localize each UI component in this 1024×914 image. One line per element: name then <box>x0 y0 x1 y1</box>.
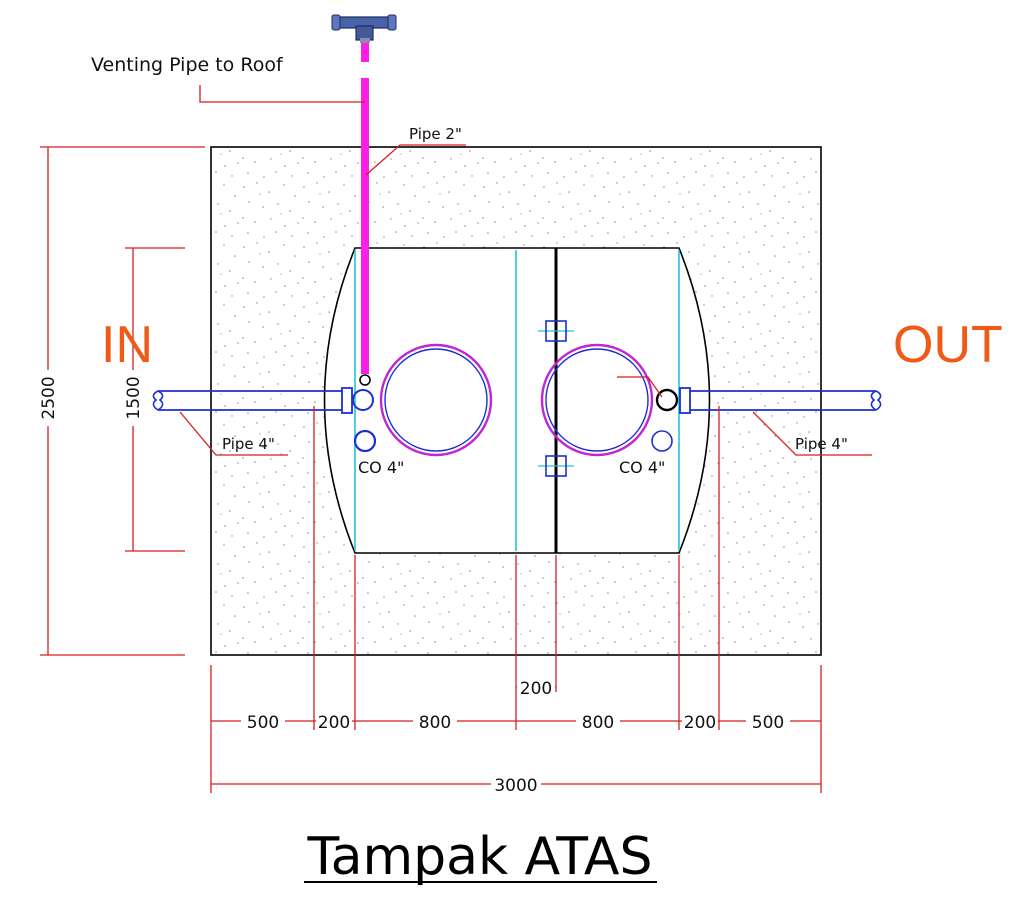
label-pipe-2: Pipe 2" <box>409 125 462 143</box>
leader-pipe4-left <box>179 411 288 456</box>
dimension-label-bg <box>38 370 790 794</box>
partition-connector-bottom <box>538 455 574 477</box>
tank-body <box>323 247 711 554</box>
inlet-tee-circle <box>352 389 374 411</box>
cleanout-left-circle <box>353 429 377 453</box>
label-co-right: CO 4" <box>619 458 665 477</box>
dim-bottom-5: 200 <box>684 713 716 733</box>
leader-venting <box>199 85 365 103</box>
inlet-pipe <box>152 387 353 414</box>
vent-cap-icon <box>331 14 397 43</box>
leader-pipe4-right <box>752 411 872 456</box>
dim-bottom-2: 200 <box>318 713 350 733</box>
dim-total-width: 3000 <box>494 776 537 796</box>
label-in: IN <box>101 316 153 374</box>
label-pipe-4-right: Pipe 4" <box>795 435 848 453</box>
dim-height-total: 2500 <box>39 376 59 419</box>
label-pipe-4-left: Pipe 4" <box>222 435 275 453</box>
manhole-right <box>540 343 654 457</box>
vent-pipe-upper <box>361 42 369 62</box>
manhole-left <box>379 343 493 457</box>
drawing-title: Tampak ATAS <box>306 827 652 887</box>
label-out: OUT <box>893 316 1003 374</box>
vent-pipe-joint <box>359 374 371 386</box>
dim-bottom-4: 800 <box>582 713 614 733</box>
dim-bottom-3: 800 <box>419 713 451 733</box>
outlet-pipe <box>679 387 882 414</box>
outlet-tee-circle <box>655 388 679 412</box>
dim-center-gap: 200 <box>520 679 552 699</box>
leader-co-right <box>617 376 663 398</box>
dim-height-tank: 1500 <box>124 376 144 419</box>
dim-bottom-1: 500 <box>247 713 279 733</box>
vent-pipe-lower <box>361 78 369 374</box>
label-venting-pipe: Venting Pipe to Roof <box>91 54 284 76</box>
label-co-left: CO 4" <box>358 458 404 477</box>
partition-connector-top <box>538 320 574 342</box>
leader-pipe2 <box>365 144 466 176</box>
cleanout-right-circle <box>651 430 673 452</box>
dim-bottom-6: 500 <box>752 713 784 733</box>
